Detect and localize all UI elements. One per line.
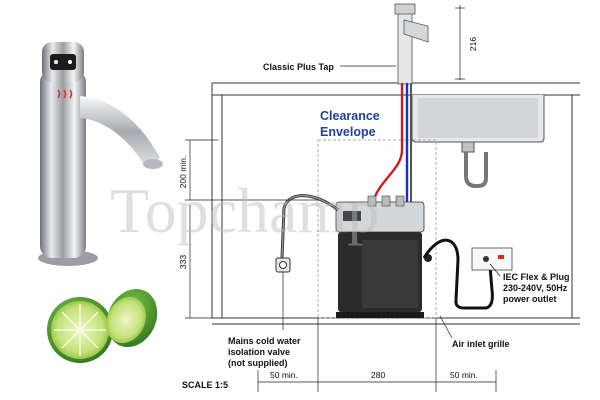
tap-label: Classic Plus Tap xyxy=(263,62,334,72)
valve-label-line2: isolation valve xyxy=(228,347,290,357)
clearance-above-dimension: 200 min. xyxy=(178,156,188,189)
cabinet-outline xyxy=(211,82,580,325)
watermark: Topchamp xyxy=(110,175,379,246)
right-gap-dimension: 50 min. xyxy=(450,370,478,380)
sink-bowl xyxy=(411,95,545,188)
clearance-label-line1: Clearance xyxy=(320,109,380,123)
power-label-line1: IEC Flex & Plug xyxy=(503,272,570,282)
tap-photo xyxy=(38,42,163,266)
left-gap-dimension: 50 min. xyxy=(270,370,298,380)
valve-label-line1: Mains cold water xyxy=(228,336,301,346)
tap-height-dimension: 216 xyxy=(468,37,478,51)
tap-drawing xyxy=(394,3,429,85)
isolation-valve xyxy=(275,257,291,273)
unit-width-dimension: 280 xyxy=(371,370,385,380)
power-cable xyxy=(422,238,494,310)
clearance-label-line2: Envelope xyxy=(320,125,376,139)
leader-lines xyxy=(282,65,501,339)
power-outlet xyxy=(471,247,513,271)
power-label-line2: 230-240V, 50Hz xyxy=(503,283,568,293)
dimension-lines xyxy=(185,5,497,392)
air-inlet-label: Air inlet grille xyxy=(452,339,510,349)
valve-label-line3: (not supplied) xyxy=(228,358,288,368)
cold-water-pipe xyxy=(280,194,339,259)
lime-photo xyxy=(47,288,158,363)
power-label-line3: power outlet xyxy=(503,294,557,304)
scale-label: SCALE 1:5 xyxy=(182,380,228,390)
boiler-unit xyxy=(335,195,432,318)
unit-height-dimension: 333 xyxy=(178,255,188,269)
